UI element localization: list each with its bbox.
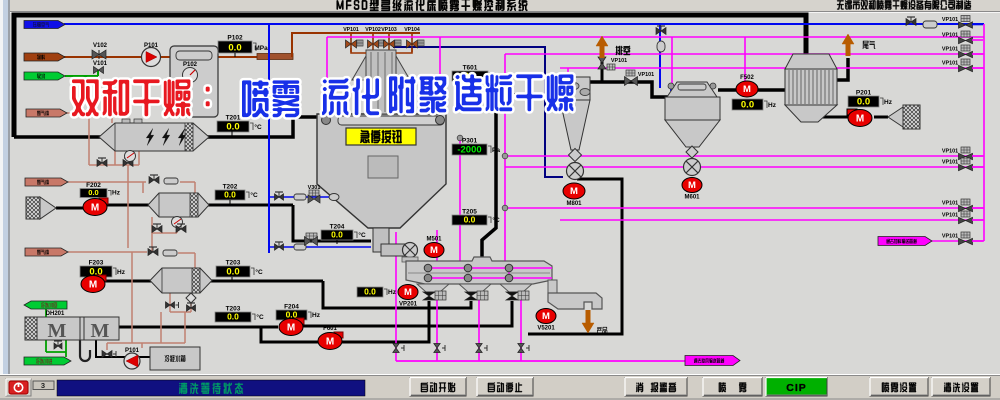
svg-text:0.0: 0.0 [226,122,239,133]
svg-text:M: M [48,320,67,342]
svg-text:0.0: 0.0 [331,230,343,240]
svg-text:Hz: Hz [117,269,126,276]
svg-text:0.0: 0.0 [224,190,236,200]
svg-text:VP101: VP101 [942,234,958,240]
svg-text:F601: F601 [323,326,337,332]
svg-text:F203: F203 [89,260,104,267]
svg-text:DH201: DH201 [46,311,65,317]
svg-text:VP101: VP101 [942,61,958,67]
svg-text:M: M [542,311,550,322]
svg-text:T203: T203 [226,306,241,313]
svg-text:°C: °C [358,231,366,239]
svg-text:-2000: -2000 [457,145,481,156]
svg-text:Hz: Hz [768,102,777,109]
svg-text:Pa: Pa [492,147,500,154]
svg-text:0.0: 0.0 [89,267,102,278]
svg-text:M: M [91,202,99,213]
svg-text:0.0: 0.0 [857,97,870,108]
svg-text:M: M [743,84,751,95]
svg-text:M: M [89,279,97,290]
svg-text:VP101: VP101 [343,27,359,33]
svg-text:3: 3 [41,381,45,390]
svg-text:°C: °C [255,268,263,276]
svg-text:M: M [430,245,438,256]
svg-text:M: M [856,114,864,125]
svg-text:M: M [570,186,578,197]
svg-text:M: M [91,320,110,342]
svg-text:T204: T204 [330,224,345,231]
svg-text:°C: °C [254,123,262,131]
svg-text:Hz: Hz [112,190,121,197]
svg-text:CIP: CIP [786,382,807,394]
svg-text:VP101: VP101 [942,213,958,219]
svg-text:M: M [404,287,412,298]
svg-text:T601: T601 [463,65,478,72]
svg-text:F204: F204 [284,304,299,311]
svg-text:VP201: VP201 [399,302,418,308]
svg-text:M: M [287,322,295,333]
svg-text:M: M [326,336,334,347]
svg-text:Hz: Hz [312,312,321,319]
svg-text:0.0: 0.0 [227,312,239,322]
svg-text:VP103: VP103 [381,27,397,33]
svg-text:P201: P201 [856,90,872,97]
svg-text:0.0: 0.0 [464,215,476,225]
svg-text:Hz: Hz [884,99,893,106]
svg-text:0.0: 0.0 [286,310,298,320]
svg-text:VP101: VP101 [611,58,627,64]
svg-text:M501: M501 [426,237,442,243]
svg-text:V5201: V5201 [537,326,555,332]
svg-text:VP101: VP101 [942,160,958,166]
svg-text:V101: V101 [93,61,108,67]
svg-text:VP101: VP101 [942,149,958,155]
svg-text:M801: M801 [566,201,582,207]
svg-text:VP101: VP101 [942,17,958,23]
svg-text:T203: T203 [226,260,241,267]
svg-text:T202: T202 [223,184,238,191]
svg-text:T201: T201 [226,115,241,122]
svg-text:V301: V301 [308,185,321,191]
svg-text:VP101: VP101 [942,47,958,53]
svg-text:0.0: 0.0 [228,43,241,54]
svg-text:VP101: VP101 [942,33,958,39]
svg-text:F202: F202 [86,182,101,189]
svg-text:0.0: 0.0 [226,267,239,278]
svg-text:VP102: VP102 [365,27,381,33]
svg-text:0.0: 0.0 [364,287,376,297]
svg-text:MPa: MPa [254,45,268,52]
svg-text:V102: V102 [93,43,108,49]
svg-text:F502: F502 [740,75,754,81]
svg-text:P101: P101 [125,348,140,354]
svg-text:0.0: 0.0 [88,188,98,197]
svg-text:T205: T205 [462,209,477,216]
svg-text:M601: M601 [684,195,700,201]
svg-text:VP104: VP104 [404,27,420,33]
svg-text:P301: P301 [462,138,478,145]
svg-text:Hz: Hz [388,289,397,296]
svg-text:°C: °C [250,191,258,199]
svg-text:P101: P101 [144,43,159,49]
svg-text:°C: °C [492,216,500,224]
svg-text:P102: P102 [227,35,243,42]
svg-text:P102: P102 [183,62,198,68]
svg-text:0.0: 0.0 [741,100,754,111]
svg-text:°C: °C [256,313,264,321]
svg-text:VP101: VP101 [942,201,958,207]
svg-text:M: M [688,180,696,191]
svg-text:VP101: VP101 [638,72,654,78]
